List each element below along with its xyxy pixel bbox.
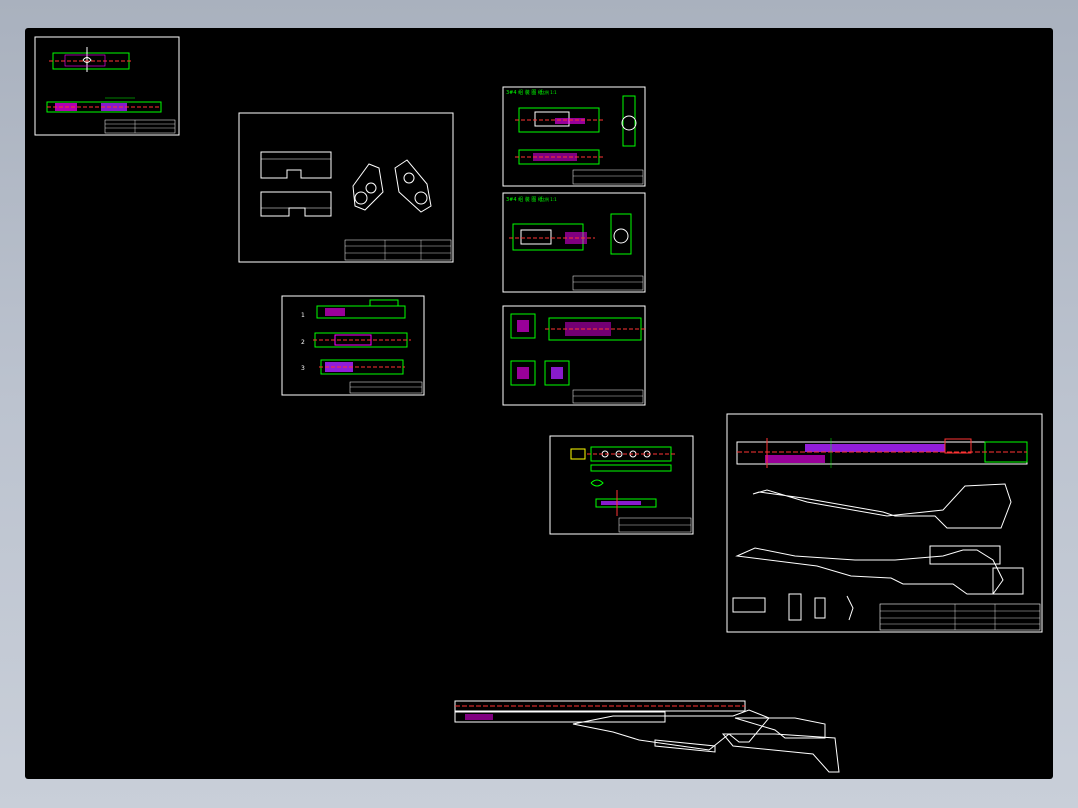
drawing-sheet-3[interactable]: 1 2 3 bbox=[281, 295, 425, 396]
view-marker-3: 3 bbox=[301, 365, 305, 372]
cad-model-space: 1 2 3 3#4 组 装 图 纸 比例 1:1 3#4 组 装 图 纸 bbox=[34, 36, 1043, 773]
cad-drawing-canvas[interactable]: 1 2 3 3#4 组 装 图 纸 比例 1:1 3#4 组 装 图 纸 bbox=[25, 28, 1053, 779]
drawing-sheet-8[interactable] bbox=[726, 413, 1043, 633]
sheet-4-title: 3#4 组 装 图 纸 bbox=[506, 89, 543, 96]
sheet-5-scale: 比例 1:1 bbox=[541, 196, 557, 202]
drawing-sheet-1[interactable] bbox=[34, 36, 180, 136]
drawing-sheet-6[interactable] bbox=[502, 305, 646, 406]
view-marker-2: 2 bbox=[301, 339, 305, 346]
sheet-5-title: 3#4 组 装 图 纸 bbox=[506, 196, 543, 203]
drawing-sheet-5[interactable]: 3#4 组 装 图 纸 比例 1:1 bbox=[502, 192, 646, 293]
drawing-sheet-7[interactable] bbox=[549, 435, 694, 535]
drawing-sheet-4[interactable]: 3#4 组 装 图 纸 比例 1:1 bbox=[502, 86, 646, 187]
rifle-profile-drawing[interactable] bbox=[454, 700, 840, 773]
drawing-sheet-2[interactable] bbox=[238, 112, 454, 263]
view-marker-1: 1 bbox=[301, 312, 305, 319]
sheet-4-scale: 比例 1:1 bbox=[541, 89, 557, 95]
